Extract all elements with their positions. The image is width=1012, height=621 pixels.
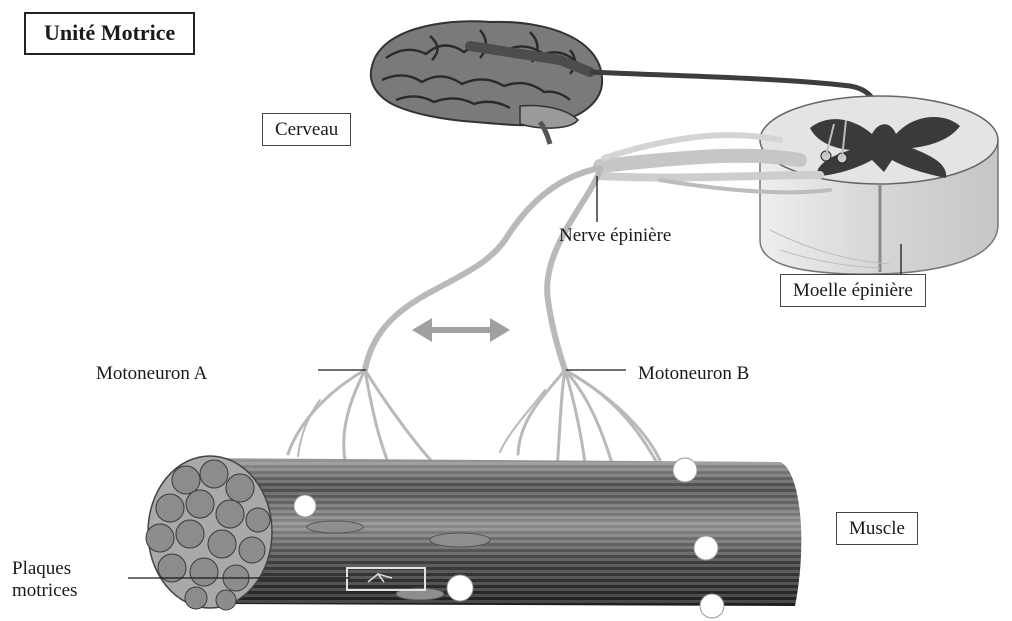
label-plaques-line2: motrices xyxy=(12,580,77,601)
label-motoneuron-a: Motoneuron A xyxy=(96,364,207,383)
double-arrow-icon xyxy=(412,318,510,342)
label-motoneuron-b: Motoneuron B xyxy=(638,364,749,383)
label-moelle-epiniere: Moelle épinière xyxy=(780,274,926,307)
label-nerf-epinier: Nerve épinière xyxy=(559,226,671,245)
label-cerveau: Cerveau xyxy=(262,113,351,146)
label-plaques-line1: Plaques xyxy=(12,558,71,579)
label-plaques-motrices: Plaques motrices xyxy=(12,558,77,602)
diagram-title: Unité Motrice xyxy=(24,12,195,55)
muscle-illustration xyxy=(146,456,801,618)
spinal-cord-illustration xyxy=(760,96,998,274)
label-muscle: Muscle xyxy=(836,512,918,545)
brain-illustration xyxy=(371,21,602,144)
